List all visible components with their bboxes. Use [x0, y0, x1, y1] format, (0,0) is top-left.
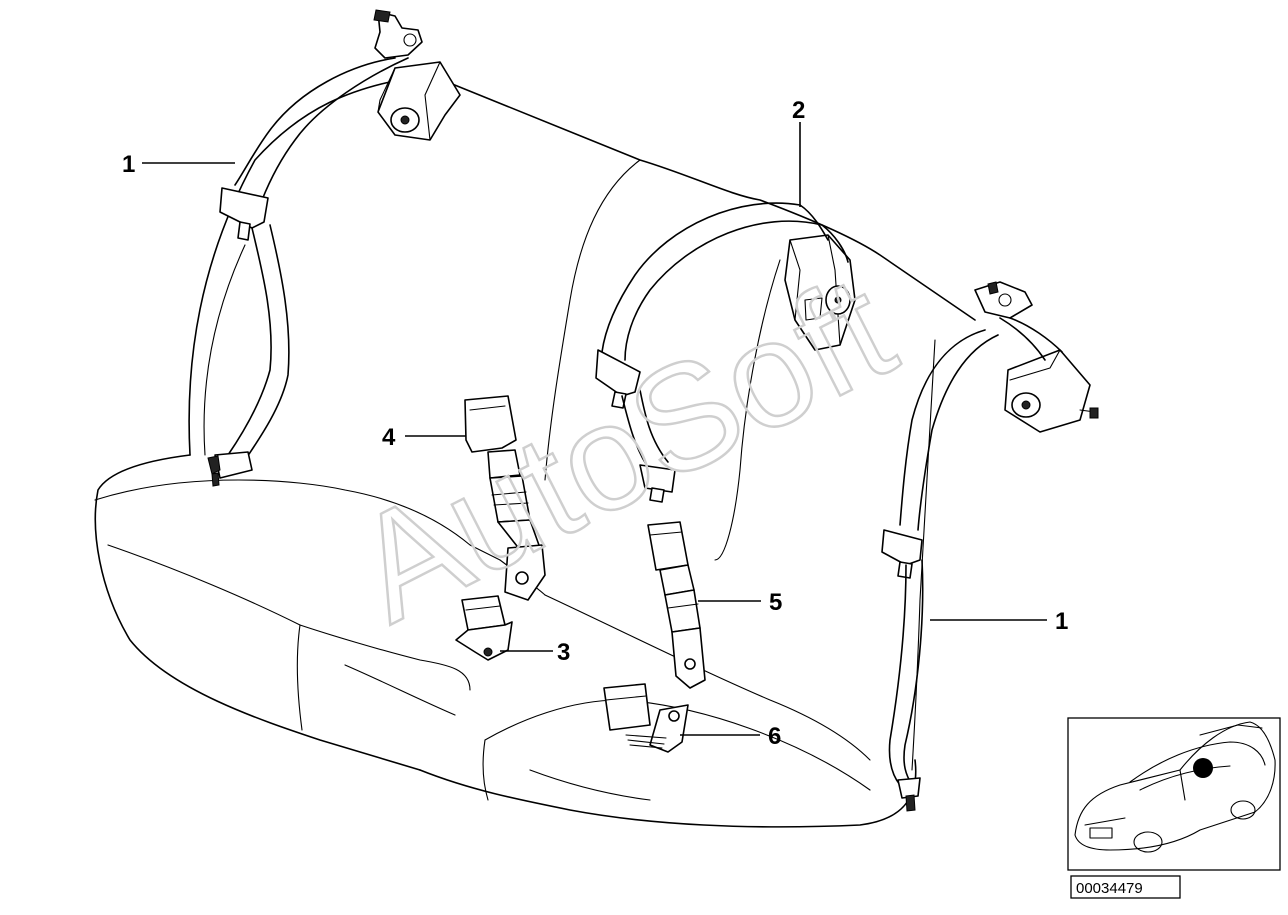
belt-left-assembly — [207, 9, 461, 487]
part-number-label: 00034479 — [1076, 880, 1143, 897]
belt-center-assembly — [595, 202, 856, 503]
callout-label-4: 4 — [382, 424, 396, 451]
locator-inset — [1067, 717, 1281, 871]
callout-label-1-right: 1 — [1055, 608, 1068, 635]
callout-label-1-left: 1 — [122, 151, 135, 178]
callout-label-5: 5 — [769, 589, 782, 616]
part-number-box: 00034479 — [1070, 875, 1181, 899]
callout-label-2: 2 — [792, 97, 805, 124]
callout-label-6: 6 — [768, 723, 781, 750]
car-locator-icon — [1074, 721, 1276, 853]
locator-marker — [1193, 758, 1213, 778]
callout-leaders — [142, 122, 1047, 736]
buckle-center-assembly — [647, 521, 706, 689]
buckle-small-assembly — [455, 595, 513, 661]
watermark-text: AutoSoft — [328, 243, 917, 654]
buckle-pair-assembly — [603, 683, 689, 753]
belt-right-assembly — [881, 281, 1099, 812]
buckle-left-assembly — [464, 395, 546, 601]
callout-label-3: 3 — [557, 639, 570, 666]
